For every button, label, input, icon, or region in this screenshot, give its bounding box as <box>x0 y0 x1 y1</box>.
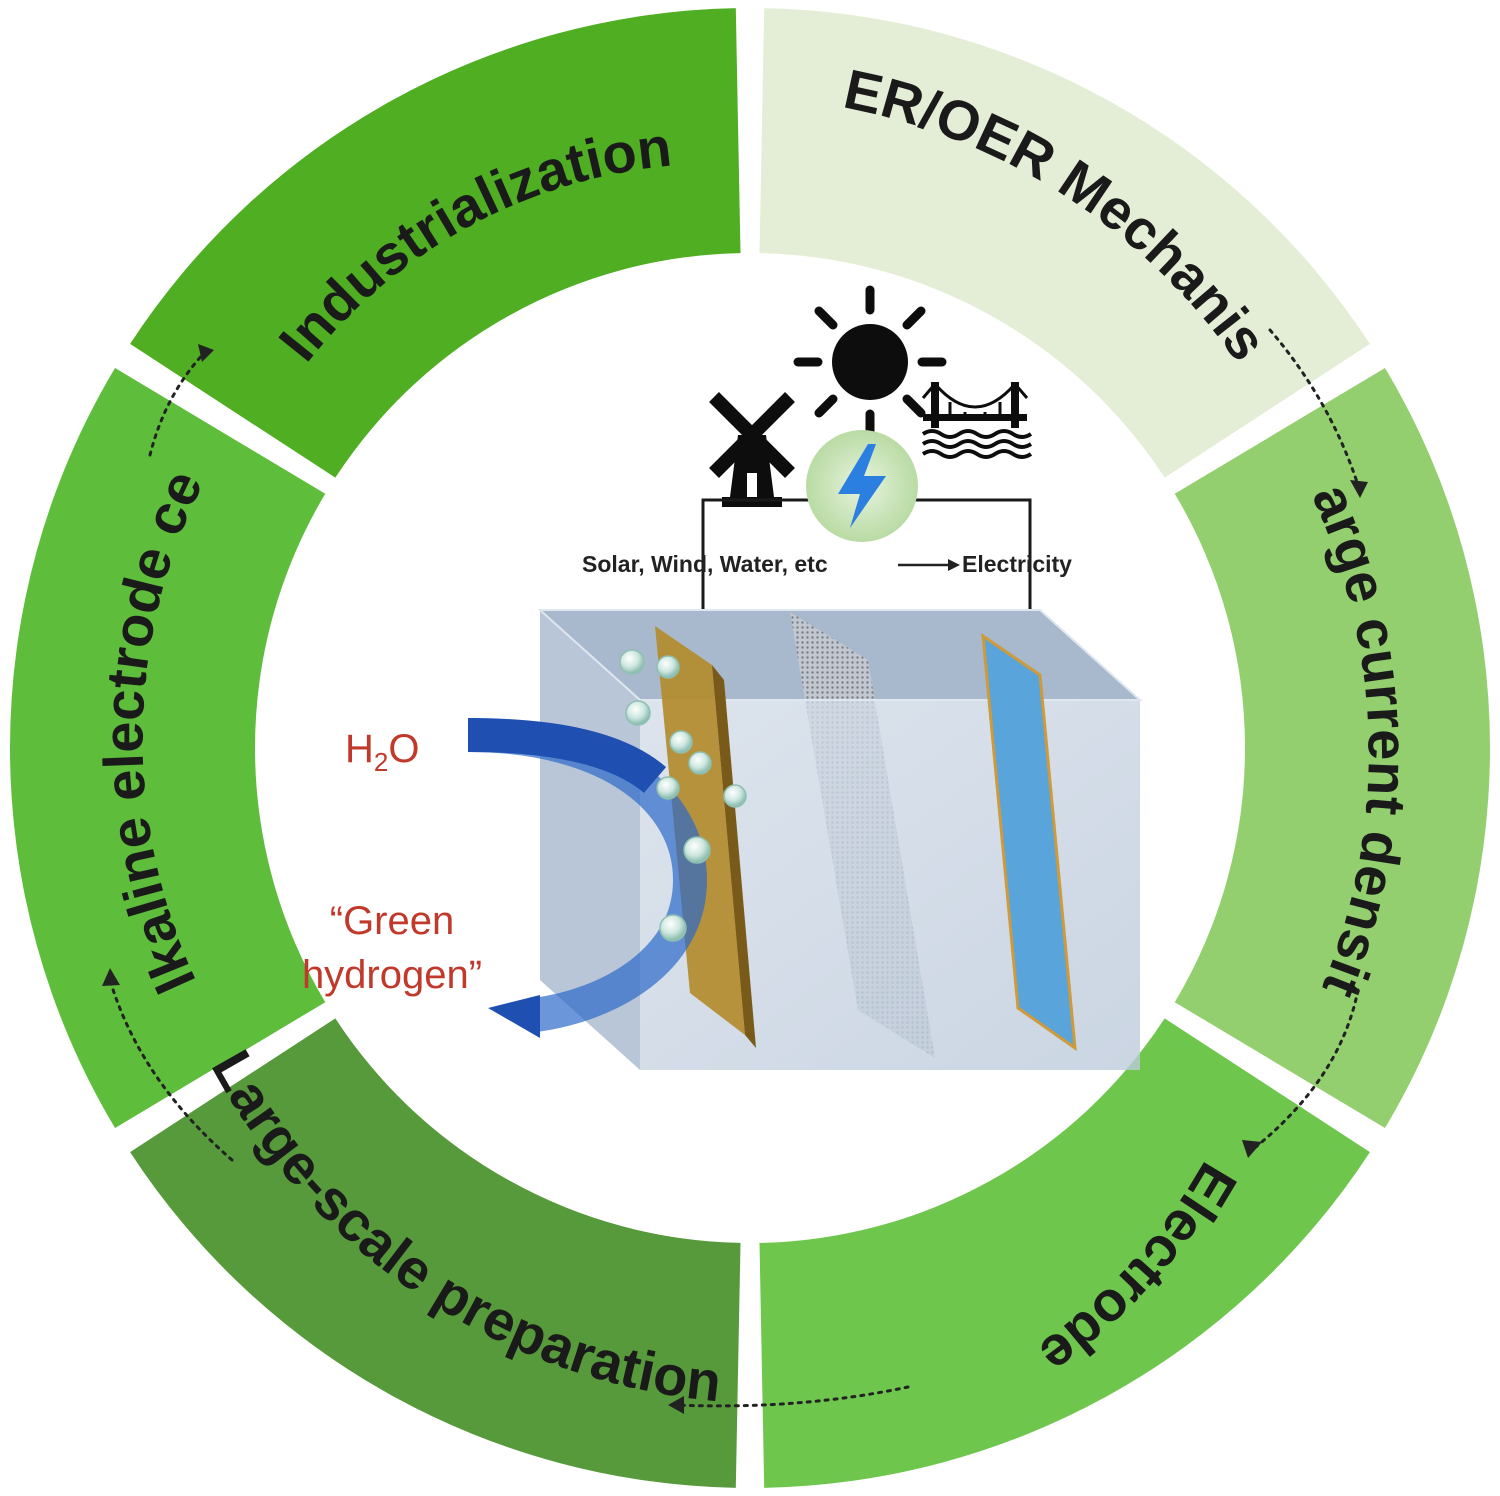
windmill-icon <box>709 392 795 507</box>
bridge-icon <box>921 382 1033 459</box>
bubble <box>625 700 651 726</box>
water-label: H2O <box>345 727 419 777</box>
green-hydrogen-line2: hydrogen” <box>302 953 482 997</box>
ring-separator <box>1162 347 1385 494</box>
bubble <box>688 751 712 775</box>
bubble <box>656 655 680 679</box>
caption-arrow-head <box>948 559 960 571</box>
arrowhead-1 <box>198 344 214 362</box>
bubble <box>656 776 680 800</box>
electrode-right <box>981 632 1077 1052</box>
sun-icon <box>793 285 947 439</box>
segment-large-scale-preparation <box>130 1018 741 1488</box>
bubble <box>619 649 645 675</box>
arrowhead-5 <box>102 968 120 986</box>
arrow-preparation-to-cell <box>108 978 234 1162</box>
arrow-mechanism-to-current <box>1268 328 1360 487</box>
arrowhead-4 <box>668 1396 684 1414</box>
ring-separator <box>115 347 338 494</box>
tank-top-edge <box>537 609 1143 701</box>
arrowhead-3 <box>1242 1140 1262 1158</box>
bubble <box>669 730 693 754</box>
electricity-text: Electricity <box>962 551 1072 577</box>
lightning-icon <box>806 430 918 542</box>
arrowhead-2 <box>1350 480 1368 498</box>
hydrogen-bubbles <box>619 649 747 942</box>
cycle-arrows <box>108 328 1360 1408</box>
energy-caption: Solar, Wind, Water, etc Electricity <box>582 551 1072 577</box>
water-arrow <box>467 718 708 1038</box>
energy-sources-text: Solar, Wind, Water, etc <box>582 551 828 577</box>
electrolysis-tank <box>537 609 1143 1070</box>
electrode-left <box>655 626 745 1035</box>
ring-separator <box>115 1002 338 1149</box>
electrode-left-edge <box>712 665 756 1048</box>
segment-her-oer-mechanism <box>759 8 1370 478</box>
green-hydrogen-line1: “Green <box>330 899 455 943</box>
arrow-cell-to-industrialization <box>148 350 207 457</box>
ring-segments <box>9 4 1490 1492</box>
arrow-current-to-electrode <box>1250 988 1360 1152</box>
segment-industrialization <box>130 8 741 478</box>
ring-separator <box>1162 1002 1385 1149</box>
bubble <box>683 836 711 864</box>
segment-large-current-density <box>1174 367 1490 1129</box>
tank-left-side <box>540 610 640 1070</box>
segment-alkaline-electrode-cell <box>9 367 326 1129</box>
bubble <box>659 914 687 942</box>
bubble <box>723 784 747 808</box>
arrow-heads <box>102 344 1368 1414</box>
arrow-electrode-to-preparation <box>673 1385 910 1408</box>
segment-electrode <box>759 1018 1370 1488</box>
